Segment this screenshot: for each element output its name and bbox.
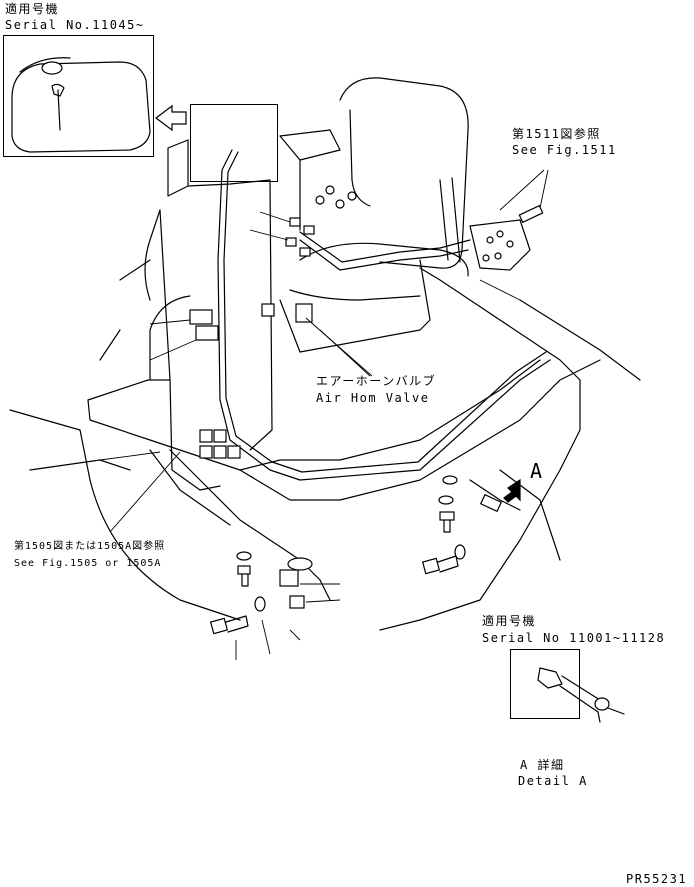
top-applicable-jp: 適用号機	[5, 2, 60, 16]
ref-1505-en: See Fig.1505 or 1505A	[14, 558, 162, 569]
detail-a-arrow	[503, 478, 521, 503]
bottom-serial-label: Serial No 11001~11128	[482, 631, 666, 645]
detail-caption-jp: A 詳細	[520, 758, 565, 772]
connectors-drawing	[189, 185, 544, 459]
detail-caption-en: Detail A	[518, 774, 588, 788]
air-horn-valve-jp: エアーホーンバルブ	[316, 374, 437, 388]
tank-inset-drawing	[11, 57, 151, 153]
ref-1505-jp: 第1505図または1505A図参照	[14, 541, 166, 552]
ref-1511-jp: 第1511図参照	[512, 127, 601, 141]
detail-a-box	[510, 649, 580, 719]
harness-drawing	[149, 149, 551, 601]
detail-marker-a: A	[530, 459, 544, 483]
fasteners-drawing	[209, 475, 503, 635]
bottom-applicable-jp: 適用号機	[482, 614, 537, 628]
top-serial-label: Serial No.11045~	[5, 18, 145, 32]
ref-1511-en: See Fig.1511	[512, 143, 617, 157]
inset-arrow	[155, 104, 187, 132]
air-horn-valve-en: Air Hom Valve	[316, 391, 430, 405]
leader-lines	[99, 169, 549, 660]
seat-drawing	[289, 77, 469, 301]
drawing-number: PR55231	[626, 872, 688, 886]
detail-a-drawing	[537, 667, 625, 723]
tank-inset-box	[3, 35, 154, 157]
frame-drawing	[9, 259, 641, 631]
tank-callout-box	[190, 104, 278, 182]
